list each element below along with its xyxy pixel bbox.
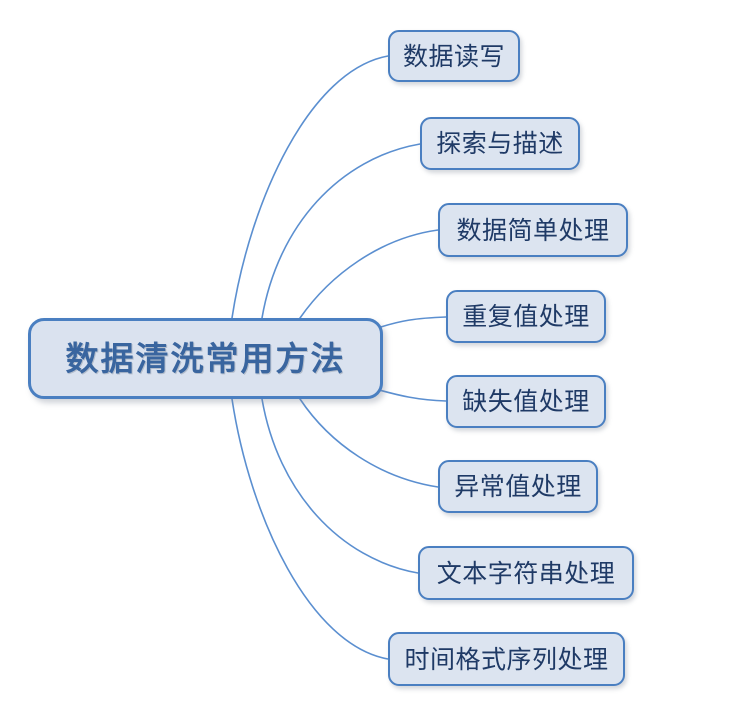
branch-node-8[interactable]: 时间格式序列处理 [388, 632, 625, 686]
branch-node-5[interactable]: 缺失值处理 [446, 375, 606, 428]
branch-node-1[interactable]: 数据读写 [388, 30, 520, 82]
connector-8 [231, 398, 389, 660]
connector-1 [231, 55, 389, 319]
connector-5 [371, 387, 447, 402]
branch-node-6[interactable]: 异常值处理 [438, 460, 598, 513]
branch-node-4[interactable]: 重复值处理 [446, 290, 606, 343]
branch-node-7[interactable]: 文本字符串处理 [418, 546, 634, 600]
connector-7 [261, 398, 419, 574]
root-node[interactable]: 数据清洗常用方法 [28, 318, 383, 399]
connector-6 [299, 398, 439, 488]
branch-node-3[interactable]: 数据简单处理 [438, 203, 628, 257]
connector-2 [261, 143, 421, 319]
connector-4 [371, 316, 447, 331]
connector-3 [299, 229, 439, 319]
branch-node-2[interactable]: 探索与描述 [420, 117, 580, 170]
